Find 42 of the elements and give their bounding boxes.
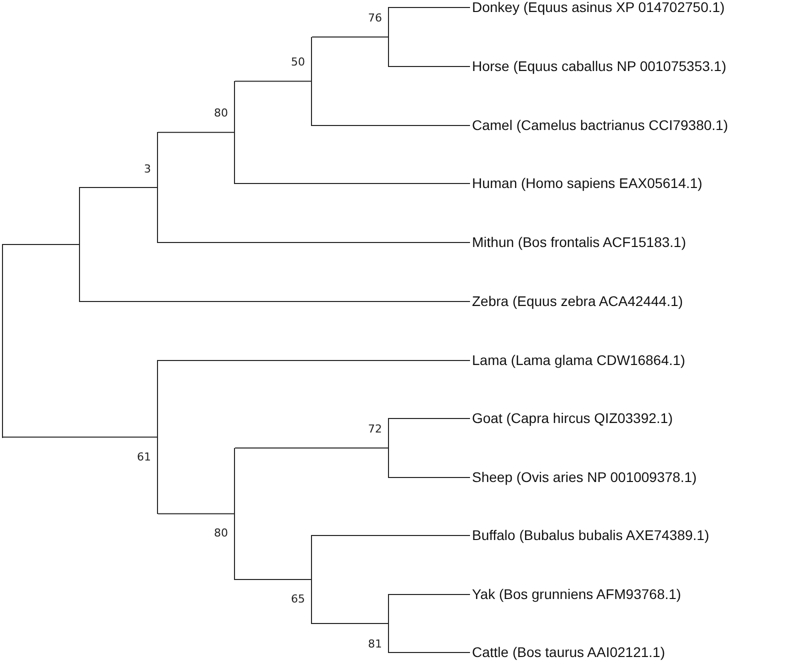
taxon-label: Donkey (Equus asinus XP 014702750.1): [470, 0, 725, 16]
taxon-label: Lama (Lama glama CDW16864.1): [470, 351, 686, 369]
tree-branch: [158, 513, 234, 514]
tree-branch: [158, 242, 470, 243]
bootstrap-value: 50: [291, 56, 305, 68]
tree-branch: [312, 125, 470, 126]
taxon-label: Cattle (Bos taurus AAI02121.1): [470, 643, 665, 661]
taxon-label: Human (Homo sapiens EAX05614.1): [470, 174, 702, 192]
taxon-label: Buffalo (Bubalus bubalis AXE74389.1): [470, 526, 710, 544]
tree-branch: [312, 535, 470, 536]
tree-branch: [80, 301, 470, 302]
bootstrap-value: 65: [291, 592, 305, 606]
tree-branch: [2, 436, 158, 438]
bootstrap-value: 76: [368, 12, 382, 24]
tree-branch: [234, 579, 312, 580]
taxon-label: Goat (Capra hircus QIZ03392.1): [470, 409, 673, 427]
tree-branch: [388, 594, 470, 595]
bootstrap-value: 81: [368, 638, 382, 650]
tree-branch: [234, 80, 312, 82]
taxon-label: Horse (Equus caballus NP 001075353.1): [470, 57, 726, 75]
tree-branch: [2, 244, 80, 245]
tree-branch: [312, 36, 388, 38]
taxon-label: Zebra (Equus zebra ACA42444.1): [470, 292, 683, 310]
tree-branch: [388, 66, 470, 67]
taxon-label: Mithun (Bos frontalis ACF15183.1): [470, 233, 686, 251]
tree-branch: [388, 7, 470, 8]
bootstrap-value: 3: [144, 162, 151, 176]
taxon-label: Yak (Bos grunniens AFM93768.1): [470, 585, 682, 603]
tree-branch: [388, 418, 470, 419]
tree-branch: [158, 360, 470, 361]
tree-branch: [388, 477, 470, 478]
tree-branch: [80, 186, 158, 188]
tree-branch: [388, 652, 470, 653]
bootstrap-value: 80: [214, 526, 228, 540]
tree-branch: [234, 183, 470, 184]
bootstrap-value: 80: [214, 106, 228, 120]
taxon-label: Sheep (Ovis aries NP 001009378.1): [470, 468, 697, 486]
tree-branch: [312, 623, 388, 624]
tree-branch: [158, 132, 234, 133]
bootstrap-value: 61: [137, 450, 151, 464]
bootstrap-value: 72: [368, 422, 382, 436]
taxon-label: Camel (Camelus bactrianus CCI79380.1): [470, 116, 728, 134]
